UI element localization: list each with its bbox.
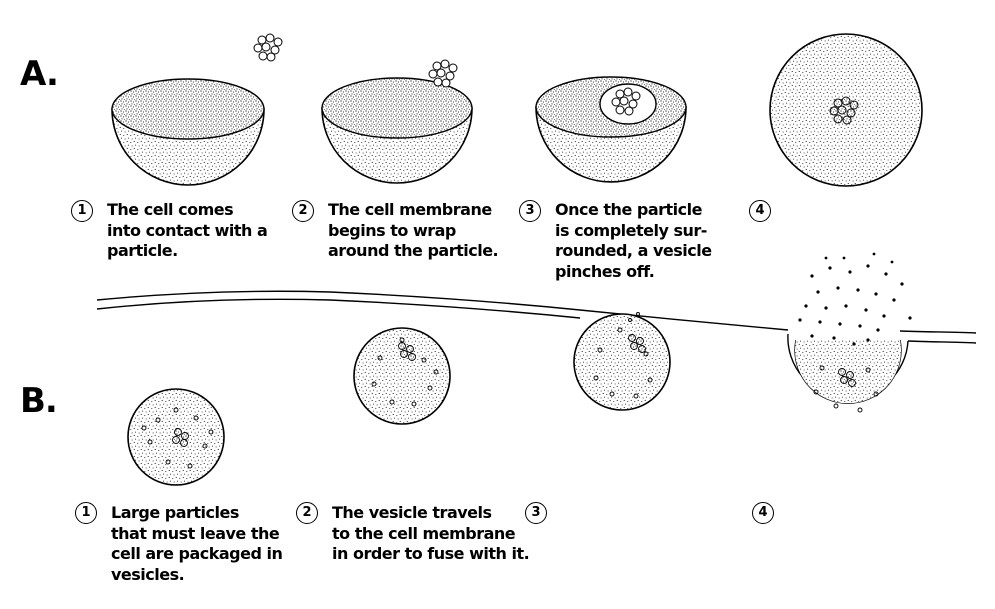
a-step-1-number: 1: [71, 200, 93, 222]
b-step-1-caption: Large particles that must leave the cell…: [111, 503, 283, 585]
b3-vesicle: [573, 312, 671, 411]
b-step-2-number: 2: [296, 502, 318, 524]
a2-particle: [428, 59, 458, 88]
a3-particle: [611, 87, 641, 116]
a-step-1-line-2: into contact with a: [107, 220, 268, 240]
a-step-1-line-3: particle.: [107, 241, 178, 260]
a3-cell: [535, 76, 687, 183]
a-step-3-line-3: rounded, a vesicle: [555, 241, 712, 260]
a-step-2-caption: The cell membrane begins to wrap around …: [328, 200, 499, 262]
a2-cell: [321, 77, 473, 184]
b4-released-particles: [798, 252, 912, 346]
b-step-1-line-2: that must leave the: [111, 523, 280, 543]
a1-cell: [111, 78, 265, 186]
a-step-3-caption: Once the particle is completely sur- rou…: [555, 200, 712, 282]
b1-vesicle: [127, 388, 225, 486]
section-a-label: A.: [20, 54, 59, 94]
b2-vesicle: [353, 327, 451, 425]
a-step-2-number: 2: [292, 200, 314, 222]
b-step-2-line-3: in order to fuse with it.: [332, 544, 530, 563]
section-b-label: B.: [20, 381, 58, 421]
a-step-3-number: 3: [519, 200, 541, 222]
b-step-1-line-1: Large particles: [111, 503, 239, 522]
a-step-3-line-1: Once the particle: [555, 200, 702, 219]
a-step-2-line-2: begins to wrap: [328, 220, 456, 240]
b-step-1-number: 1: [75, 502, 97, 524]
b-step-2-caption: The vesicle travels to the cell membrane…: [332, 503, 530, 565]
a-step-1-caption: The cell comes into contact with a parti…: [107, 200, 268, 262]
b-step-1-line-3: cell are packaged in: [111, 544, 283, 563]
b-step-3-number: 3: [525, 502, 547, 524]
b-step-1-line-4: vesicles.: [111, 564, 185, 584]
b-step-4-number: 4: [752, 502, 774, 524]
b-step-2-line-1: The vesicle travels: [332, 503, 492, 522]
a4-particle: [829, 96, 859, 125]
b-step-2-line-2: to the cell membrane: [332, 523, 516, 543]
a-step-3-line-4: pinches off.: [555, 261, 655, 281]
a1-particle: [253, 33, 283, 62]
a-step-2-line-1: The cell membrane: [328, 200, 492, 219]
a-step-1-line-1: The cell comes: [107, 200, 234, 219]
b4-vesicle: [795, 340, 901, 413]
a-step-2-line-3: around the particle.: [328, 241, 499, 260]
a-step-3-line-2: is completely sur-: [555, 220, 707, 240]
a-step-4-number: 4: [749, 200, 771, 222]
